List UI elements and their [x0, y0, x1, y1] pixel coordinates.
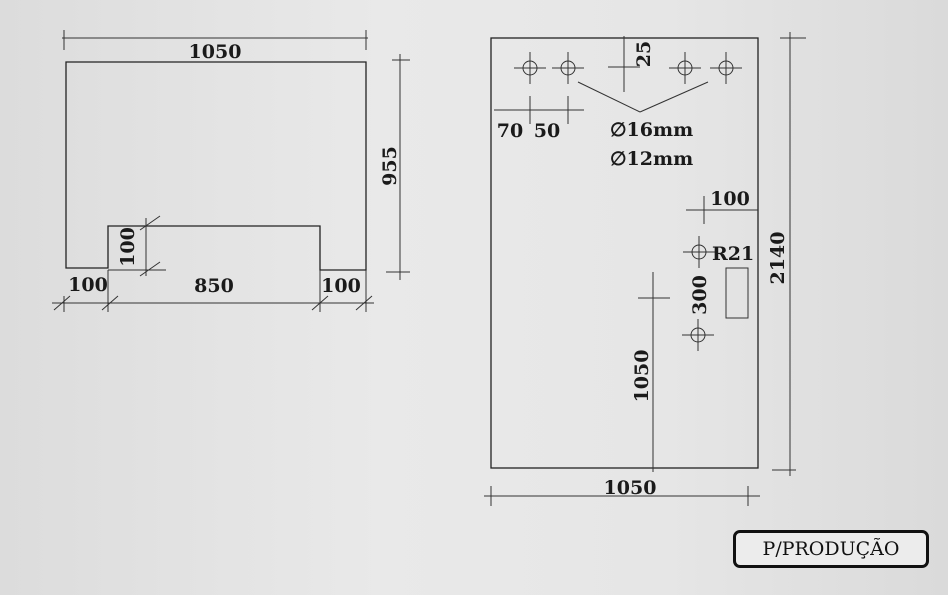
hole-spacing-2-label: 50	[534, 120, 560, 142]
notch-depth-label: 100	[117, 227, 139, 267]
leg-left-label: 100	[68, 274, 108, 296]
hole-marker	[710, 52, 742, 84]
top-offset-label: 25	[633, 41, 655, 67]
hole-marker	[552, 52, 584, 84]
total-height-label: 2140	[767, 232, 789, 285]
leg-right-label: 100	[321, 275, 361, 297]
slot-outline	[725, 267, 749, 319]
notch-width-label: 850	[194, 275, 234, 297]
hole-marker	[669, 52, 701, 84]
height-from-bottom-label: 1050	[631, 350, 653, 403]
right-width-label: 1050	[604, 477, 657, 499]
hole-diameter-small-label: ∅12mm	[610, 148, 693, 170]
left-part-drawing: 1050 955 100 100 850 100	[52, 30, 410, 312]
radius-label: R21	[712, 243, 754, 265]
hole-diameter-large-label: ∅16mm	[610, 119, 693, 141]
hole-marker	[514, 52, 546, 84]
hole-spacing-1-label: 70	[497, 120, 523, 142]
radius-hole-marker	[683, 236, 715, 268]
left-width-label: 1050	[189, 41, 242, 63]
production-stamp: P/PRODUÇÃO	[733, 530, 929, 568]
hole-marker	[682, 319, 714, 351]
slot-spacing-label: 300	[689, 275, 711, 315]
left-part-outline	[65, 61, 367, 271]
edge-offset-label: 100	[710, 188, 750, 210]
left-height-label: 955	[379, 146, 401, 186]
right-part-drawing: 25 70 50 ∅16mm ∅12mm 100 R21 300 1050	[484, 32, 806, 506]
